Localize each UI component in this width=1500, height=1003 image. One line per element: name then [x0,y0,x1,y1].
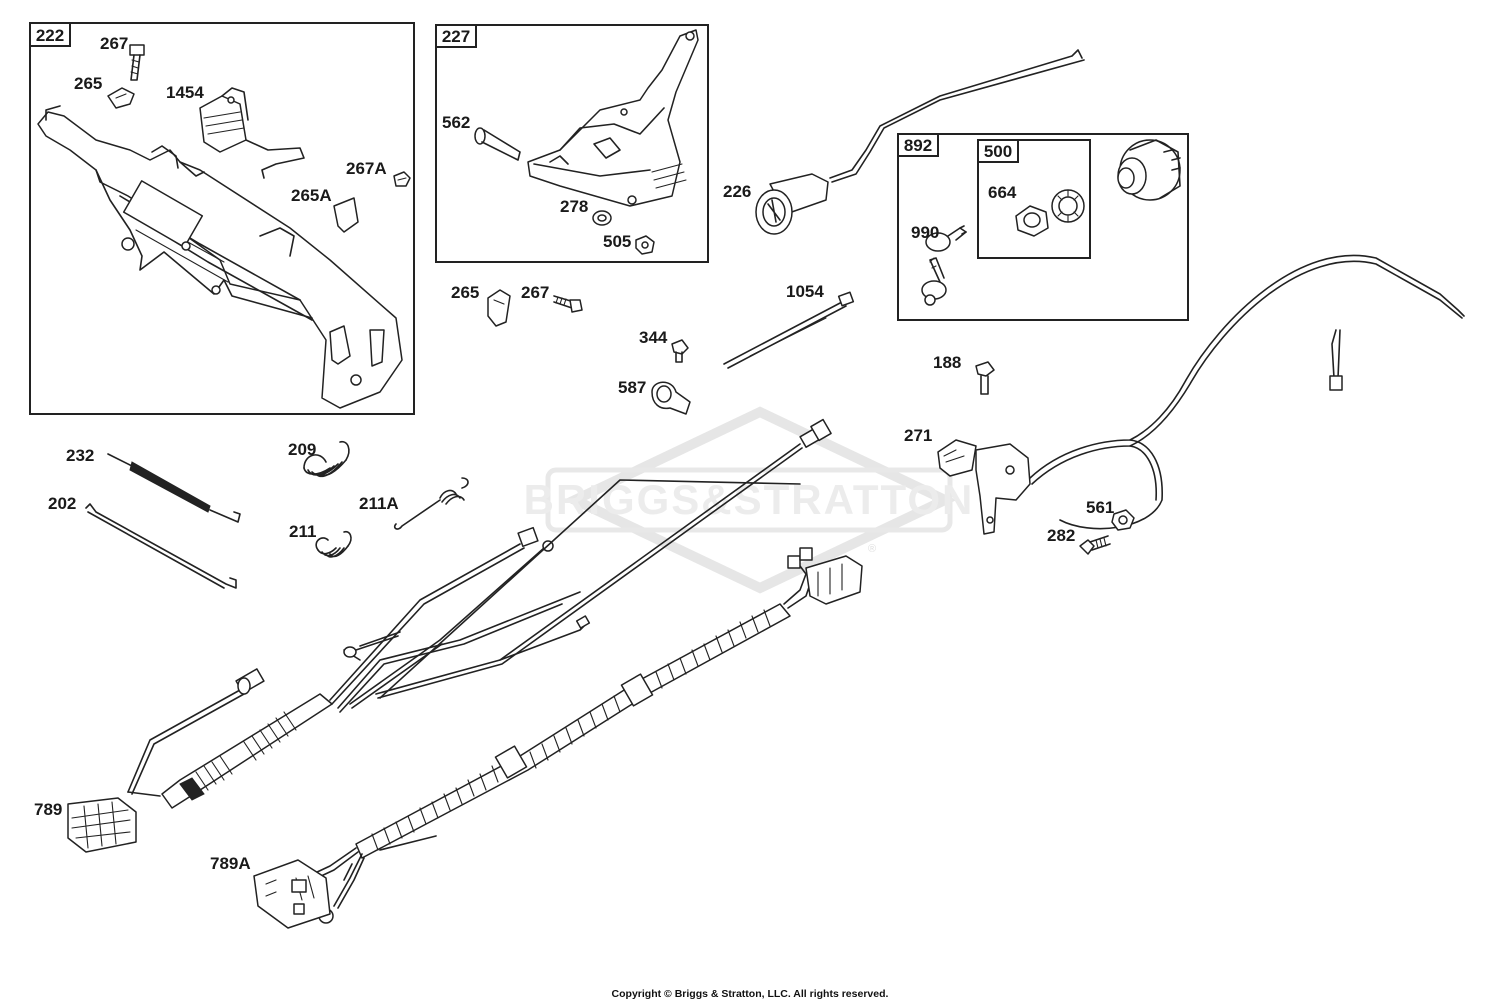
wire-harness-789A[interactable] [253,547,863,929]
nut-664[interactable] [1015,205,1049,237]
label-267-top: 267 [100,34,128,53]
label-789A: 789A [210,854,251,873]
box-222-tag [29,22,71,47]
key-990[interactable] [921,225,967,306]
cable-clamp-587[interactable] [651,381,691,415]
spring-209[interactable] [303,440,350,478]
label-562: 562 [442,113,470,132]
box-500-tag [977,139,1019,163]
ignition-switch-892[interactable] [1117,139,1181,201]
label-211A: 211A [359,494,399,513]
watermark: BRIGGS&STRATTON ® [524,406,972,594]
label-505: 505 [603,232,631,251]
box-500-label: 500 [984,142,1012,161]
wire-harness-789[interactable] [67,418,832,853]
box-222-group: 222 [29,22,415,415]
bolt-282[interactable] [1079,535,1111,555]
label-664: 664 [988,183,1017,202]
box-222-frame [29,22,415,415]
box-892-frame [897,133,1189,321]
spring-211[interactable] [315,530,352,558]
box-500-frame [977,139,1091,259]
box-892-group: 892 500 664 990 [897,133,1189,321]
label-267A: 267A [346,159,387,178]
nut-561[interactable] [1111,509,1135,531]
screw-267A[interactable] [393,171,411,187]
spring-232[interactable] [107,453,241,523]
bolt-267-mid[interactable] [553,295,583,313]
nut-505[interactable] [635,235,655,255]
label-202: 202 [48,494,76,513]
label-226: 226 [723,182,751,201]
label-188: 188 [933,353,961,372]
choke-cable-226[interactable] [755,49,1085,235]
cable-tie-1054[interactable] [723,291,855,369]
control-bracket-222[interactable] [37,105,403,409]
bolt-188[interactable] [975,361,995,395]
clip-265-mid[interactable] [487,289,511,327]
rod-202[interactable] [85,503,237,589]
bolt-267-top[interactable] [129,44,145,81]
label-1454: 1454 [166,83,204,102]
throttle-cable-271[interactable] [937,254,1465,535]
box-227-group: 227 562 278 505 [435,24,709,263]
label-344: 344 [639,328,668,347]
label-232: 232 [66,446,94,465]
label-278: 278 [560,197,588,216]
label-271: 271 [904,426,932,445]
box-227-tag [435,24,477,48]
throttle-plate-227[interactable] [527,29,699,207]
label-1054: 1054 [786,282,824,301]
box-222-label: 222 [36,26,64,45]
label-209: 209 [288,440,316,459]
bolt-562[interactable] [474,127,521,161]
box-892-label: 892 [904,136,932,155]
copyright-notice: Copyright © Briggs & Stratton, LLC. All … [612,988,889,1000]
washer-278[interactable] [592,210,612,226]
screw-344[interactable] [671,339,689,363]
label-282: 282 [1047,526,1075,545]
interlock-switch-1454[interactable] [199,87,305,179]
box-227-frame [435,24,709,263]
label-990: 990 [911,223,939,242]
label-587: 587 [618,378,646,397]
lock-washer-500[interactable] [1051,189,1085,223]
label-267-mid: 267 [521,283,549,302]
clip-265A[interactable] [333,197,359,233]
label-789: 789 [34,800,62,819]
label-211: 211 [289,522,316,541]
box-227-label: 227 [442,27,470,46]
label-265-top: 265 [74,74,102,93]
label-561: 561 [1086,498,1114,517]
box-892-tag [897,133,939,157]
spring-211A[interactable] [393,477,469,530]
clip-265-top[interactable] [107,87,135,109]
watermark-registered-mark: ® [868,543,876,555]
label-265-mid: 265 [451,283,479,302]
label-265A: 265A [291,186,332,205]
